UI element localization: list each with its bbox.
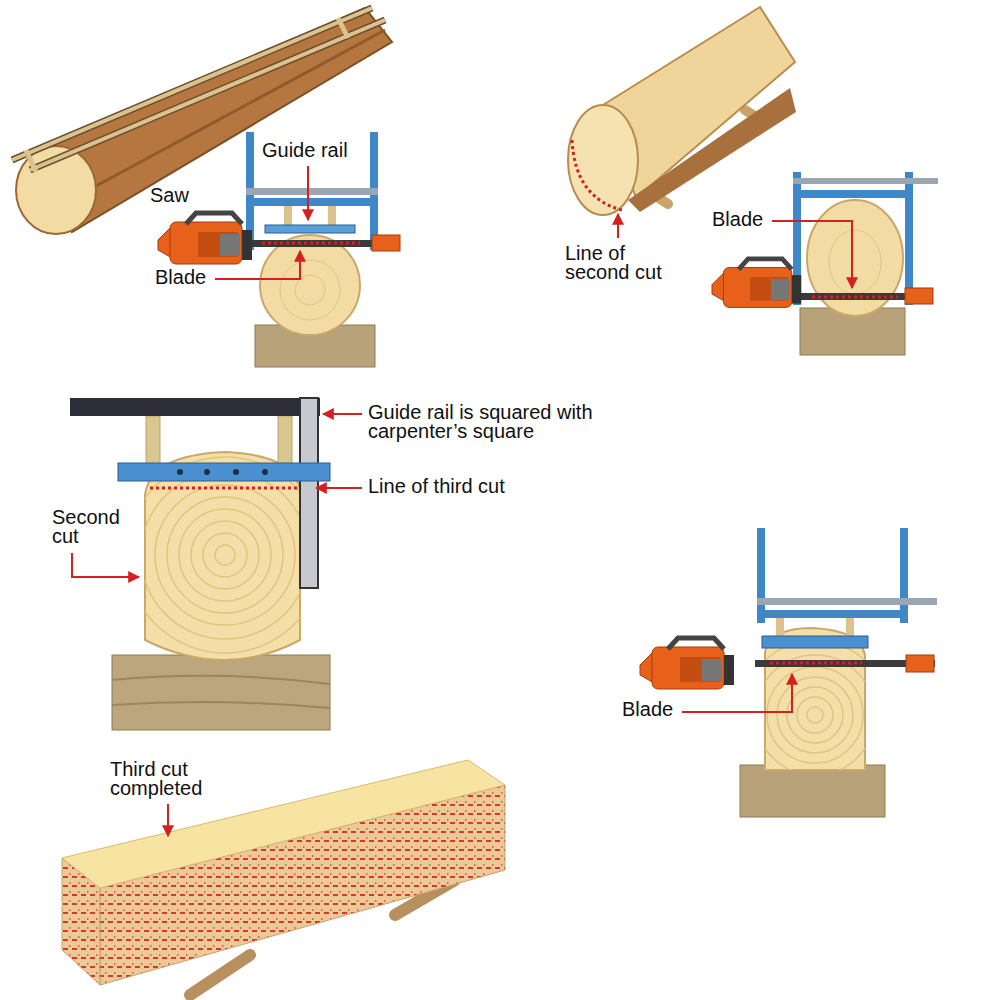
growth-rings — [127, 457, 323, 653]
bolt — [204, 469, 210, 475]
bolt — [233, 469, 239, 475]
rail-post — [846, 618, 854, 636]
leader — [323, 413, 362, 415]
frame-bar — [246, 188, 378, 195]
mill-view-3 — [640, 528, 937, 817]
rail — [12, 8, 372, 160]
ring — [280, 260, 340, 320]
cut-line — [572, 140, 622, 210]
chainsaw — [712, 259, 801, 307]
log-second-cut — [568, 7, 796, 238]
leader — [167, 804, 169, 836]
carpenter-square — [70, 398, 320, 416]
rail — [30, 20, 385, 170]
leader — [72, 553, 139, 577]
rail-cross — [26, 150, 36, 172]
callout-label: Second cut — [52, 508, 132, 546]
cut-line — [770, 662, 862, 665]
callout-label: Blade — [712, 210, 763, 229]
saw-bar — [250, 240, 390, 247]
rail-cross — [338, 18, 348, 38]
rail-post — [284, 206, 292, 226]
callout-label: Line of third cut — [368, 477, 505, 496]
rail — [12, 8, 372, 160]
chainsaw — [158, 213, 252, 264]
cut-line — [812, 296, 898, 299]
carpenter-square — [300, 398, 318, 588]
guide-rail — [118, 463, 330, 481]
bolt — [177, 469, 183, 475]
guide-rail — [762, 636, 868, 648]
bar-clamp — [372, 235, 400, 251]
callout-label: Third cut completed — [110, 760, 230, 798]
cut-line — [262, 242, 360, 245]
frame-bar — [246, 198, 378, 206]
log-bark — [628, 88, 796, 212]
callout-label: Blade — [622, 700, 673, 719]
cut-line — [150, 487, 298, 490]
log-end — [260, 235, 360, 335]
frame-post — [900, 528, 908, 623]
bolt — [262, 469, 268, 475]
squaring-view — [70, 398, 362, 730]
frame-bar — [757, 610, 908, 618]
frame-bar — [757, 598, 937, 605]
log-with-rails — [12, 8, 392, 234]
callout-label: Saw — [150, 186, 189, 205]
callout-label: Guide rail is squared with carpenter’s s… — [368, 403, 643, 441]
support-block — [112, 655, 330, 730]
rail-post — [278, 416, 292, 464]
frame-bar — [793, 178, 938, 184]
log-end — [145, 452, 300, 660]
leader — [682, 674, 792, 712]
guide-rail — [265, 225, 355, 233]
frame-post — [757, 528, 765, 623]
mill-view-1 — [158, 132, 400, 367]
support-block — [740, 765, 885, 817]
leader — [215, 251, 300, 279]
beam-top — [62, 760, 505, 888]
rod — [190, 955, 250, 995]
callout-label: Blade — [155, 268, 206, 287]
rail-post — [776, 618, 784, 636]
rail-post — [328, 206, 336, 226]
ring — [829, 230, 881, 294]
bar-clamp — [906, 655, 934, 672]
rail-post — [146, 416, 160, 464]
callout-label: Line of second cut — [565, 244, 680, 282]
leader — [772, 221, 852, 288]
chainsaw — [640, 638, 734, 689]
rail — [30, 20, 385, 170]
finished-beam — [62, 760, 505, 995]
leader — [617, 214, 619, 238]
wood-grain — [112, 676, 330, 708]
leader — [316, 487, 362, 489]
callout-label: Guide rail — [262, 141, 348, 160]
mill-view-2 — [712, 172, 938, 355]
frame-bar — [793, 190, 913, 198]
bar-clamp — [905, 288, 933, 304]
log-end — [568, 105, 638, 215]
leader — [307, 166, 309, 220]
